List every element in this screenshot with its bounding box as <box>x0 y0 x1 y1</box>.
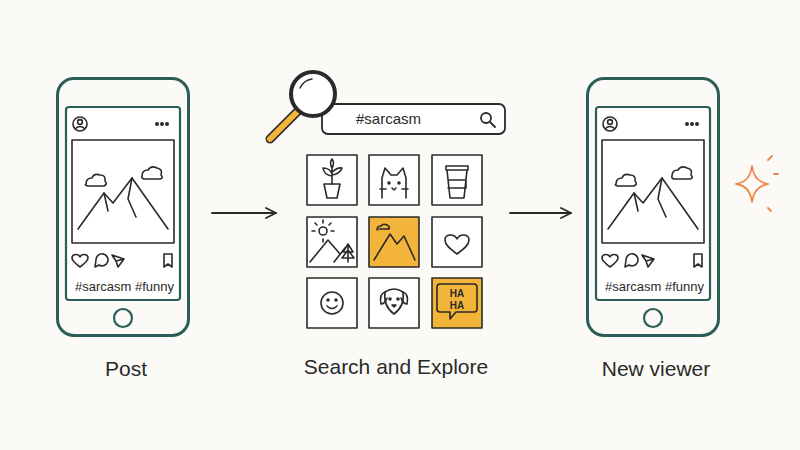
flow-arrow <box>510 212 571 214</box>
search-bar: #sarcasm <box>322 104 505 134</box>
hashtags: #sarcasm #funny <box>75 279 174 295</box>
caption: Post <box>59 356 193 381</box>
haha-tile: HA HA <box>432 278 482 328</box>
phone-viewer: #sarcasm #funnyNew viewer <box>586 77 720 337</box>
explore-group: Search and Explore #sarcasm HA HA <box>291 76 501 376</box>
caption: New viewer <box>589 356 723 381</box>
search-query: #sarcasm <box>356 110 421 128</box>
flow-arrow <box>212 212 276 214</box>
hashtags: #sarcasm #funny <box>605 279 704 295</box>
bubble-text: HA HA <box>444 288 470 311</box>
phone-post: #sarcasm #funnyPost <box>56 77 190 337</box>
caption: Search and Explore <box>291 354 501 379</box>
